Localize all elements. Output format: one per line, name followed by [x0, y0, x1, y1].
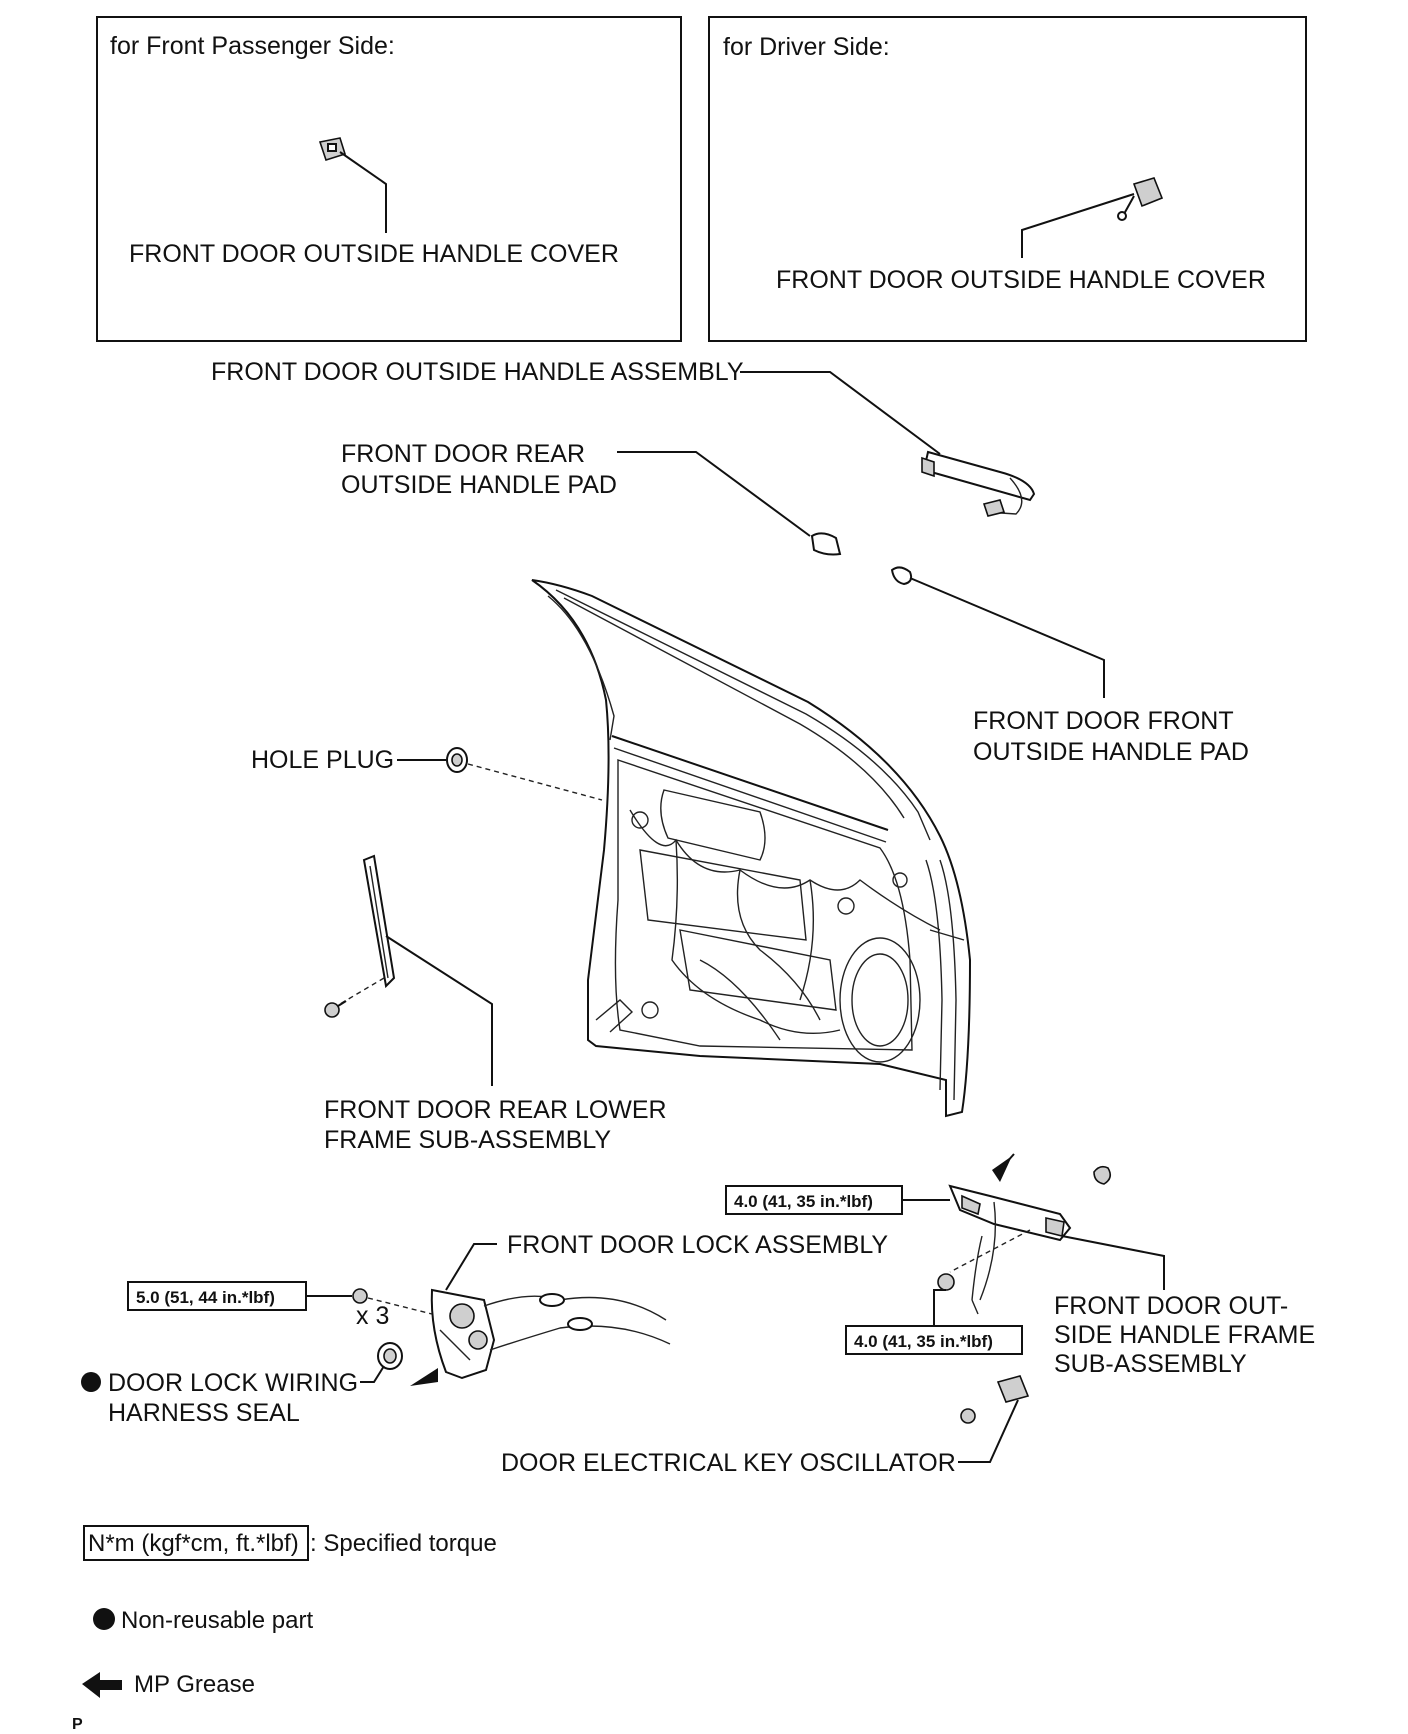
- driver-side-panel: for Driver Side: FRONT DOOR OUTSIDE HAND…: [708, 16, 1307, 342]
- hole-plug-label: HOLE PLUG: [251, 746, 394, 774]
- handle-frame-label-3: SUB-ASSEMBLY: [1054, 1350, 1247, 1378]
- handle-cover-part: [1117, 177, 1164, 221]
- rear-pad-part: [810, 532, 842, 556]
- legend-torque: N*m (kgf*cm, ft.*lbf) : Specified torque: [83, 1525, 497, 1561]
- svg-text:: Specified torque: : Specified torque: [310, 1530, 497, 1557]
- svg-text:Non-reusable part: Non-reusable part: [121, 1607, 313, 1634]
- rear-lower-frame-label-1: FRONT DOOR REAR LOWER: [324, 1096, 667, 1124]
- front-door-panel: [531, 579, 972, 1118]
- key-oscillator-label: DOOR ELECTRICAL KEY OSCILLATOR: [501, 1449, 956, 1477]
- front-pad-part: [890, 566, 913, 586]
- lock-assembly-label: FRONT DOOR LOCK ASSEMBLY: [507, 1231, 888, 1259]
- rear-pad-label-2: OUTSIDE HANDLE PAD: [341, 471, 617, 499]
- passenger-cover-label: FRONT DOOR OUTSIDE HANDLE COVER: [129, 240, 619, 268]
- key-oscillator-part: [960, 1375, 1030, 1424]
- front-pad-label-2: OUTSIDE HANDLE PAD: [973, 738, 1249, 766]
- outside-handle-assembly-label: FRONT DOOR OUTSIDE HANDLE ASSEMBLY: [211, 358, 744, 386]
- door-lock-part: [430, 1288, 671, 1380]
- svg-text:N*m (kgf*cm, ft.*lbf): N*m (kgf*cm, ft.*lbf): [88, 1530, 299, 1557]
- harness-seal-label-1: DOOR LOCK WIRING: [108, 1369, 358, 1397]
- torque-box-lock: 5.0 (51, 44 in.*lbf): [127, 1281, 307, 1311]
- nonreusable-mark: [81, 1372, 101, 1392]
- svg-text:5.0 (51, 44 in.*lbf): 5.0 (51, 44 in.*lbf): [136, 1288, 275, 1307]
- torque-box-frame-top: 4.0 (41, 35 in.*lbf): [725, 1185, 903, 1215]
- rear-lower-frame-part: [362, 854, 396, 989]
- frame-bolt: [324, 1000, 347, 1018]
- grease-arrow-icon: [82, 1672, 122, 1698]
- handle-cover-part: [318, 137, 347, 161]
- svg-text:4.0 (41, 35 in.*lbf): 4.0 (41, 35 in.*lbf): [734, 1192, 873, 1211]
- lock-bolt: [352, 1288, 368, 1304]
- grease-arrow: [410, 1368, 438, 1386]
- outside-handle-part: [921, 450, 1036, 517]
- svg-text:4.0 (41, 35 in.*lbf): 4.0 (41, 35 in.*lbf): [854, 1332, 993, 1351]
- torque-box-frame-bottom: 4.0 (41, 35 in.*lbf): [845, 1325, 1023, 1355]
- grease-arrow: [992, 1153, 1015, 1182]
- handle-frame-label-1: FRONT DOOR OUT-: [1054, 1292, 1288, 1320]
- rear-pad-label-1: FRONT DOOR REAR: [341, 440, 585, 468]
- driver-panel-title: for Driver Side:: [723, 33, 890, 61]
- rear-lower-frame-label-2: FRAME SUB-ASSEMBLY: [324, 1126, 611, 1154]
- times3-label: x 3: [356, 1302, 389, 1330]
- harness-seal-part: [377, 1342, 403, 1370]
- handle-frame-label-2: SIDE HANDLE FRAME: [1054, 1321, 1315, 1349]
- hole-plug-part: [446, 747, 468, 773]
- legend-nonreusable: Non-reusable part: [93, 1607, 313, 1634]
- handle-frame-part: [948, 1184, 1072, 1315]
- harness-seal-label-2: HARNESS SEAL: [108, 1399, 300, 1427]
- passenger-side-panel: for Front Passenger Side: FRONT DOOR OUT…: [96, 16, 682, 342]
- svg-text:MP Grease: MP Grease: [134, 1671, 255, 1698]
- clip-part: [1093, 1165, 1112, 1185]
- corner-mark: P: [72, 1716, 83, 1733]
- passenger-panel-title: for Front Passenger Side:: [110, 32, 395, 60]
- driver-cover-label: FRONT DOOR OUTSIDE HANDLE COVER: [776, 266, 1266, 294]
- front-pad-label-1: FRONT DOOR FRONT: [973, 707, 1234, 735]
- frame-bolt: [937, 1273, 955, 1291]
- legend-grease: MP Grease: [82, 1671, 255, 1698]
